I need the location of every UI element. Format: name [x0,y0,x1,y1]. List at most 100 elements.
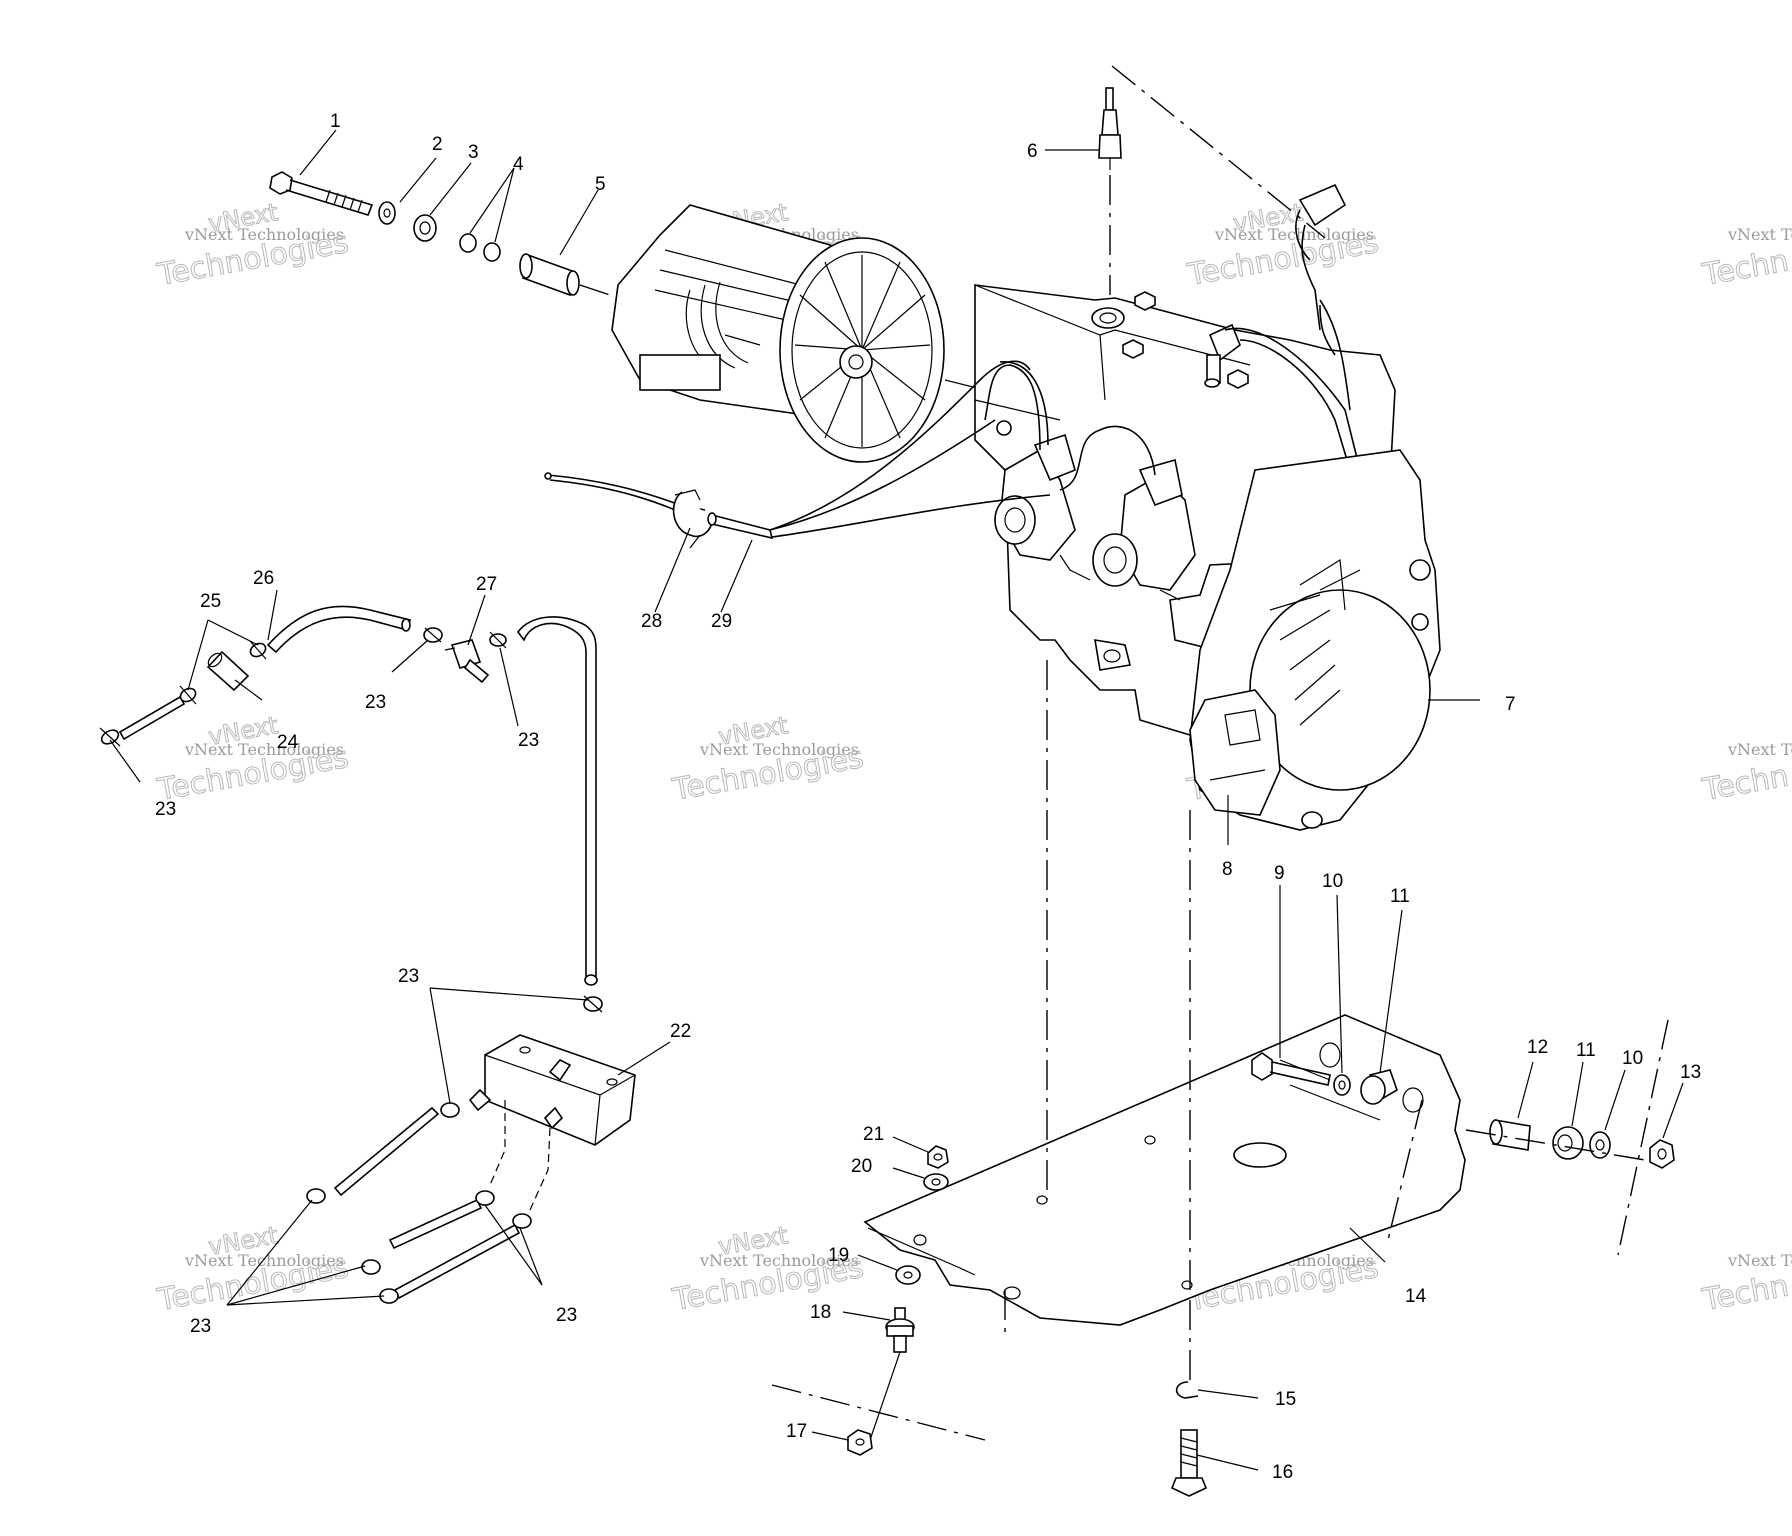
part-nut-17 [847,1429,873,1456]
label-6: 6 [1027,141,1038,162]
part-washer-20 [923,1173,949,1191]
label-1: 1 [330,111,341,132]
part-clamp-28 [672,489,713,538]
part-cable-29 [707,360,1051,540]
label-20: 20 [851,1156,872,1177]
part-clip-15 [1175,1381,1199,1399]
watermarks: vNext vNext Technologies Technologies vN… [154,198,1792,1319]
part-spark-plug-6 [1098,87,1122,170]
watermark-top-right: vNext vNext Technologies Technologies [1184,198,1382,294]
watermark-edge-big: Techn [1699,758,1791,808]
clamp-left-23 [99,727,121,747]
label-23-pump-left: 23 [190,1316,211,1337]
watermark-text: vNext Technologies [699,1251,859,1270]
part-nut-13 [1649,1139,1675,1169]
watermark-bottom-center: vNext vNext Technologies Technologies [669,1221,867,1319]
head-bolts [996,291,1249,436]
watermark-text: vNext Technologies [699,740,859,759]
label-25: 25 [200,591,221,612]
label-15: 15 [1275,1389,1296,1410]
watermark-edge-text: vNext Te [1727,1251,1792,1270]
label-19: 19 [828,1245,849,1266]
label-28: 28 [641,611,662,632]
clutch-drum [611,204,986,463]
label-23-tank: 23 [398,966,419,987]
intake-gasket [1094,639,1131,671]
part-sleeve-5 [519,253,580,297]
clamp-left-25a [179,685,197,705]
clamp-left-25b [249,640,267,660]
label-23-left: 23 [155,799,176,820]
watermark-edge-big: Techn [1699,1268,1791,1318]
hose-left-short [118,695,186,741]
label-26: 26 [253,568,274,589]
part-mount-11a [1360,1069,1398,1105]
label-4: 4 [513,154,524,175]
label-7: 7 [1505,694,1516,715]
label-22: 22 [670,1021,691,1042]
watermark-edge-bottom: vNext Te Techn [1699,1251,1792,1319]
fuel-system [99,605,636,1304]
watermark-edge-big: Techn [1699,243,1791,293]
watermark-edge-mid: vNext Te Techn [1699,740,1792,809]
part-labels: 1 2 3 4 5 6 7 8 9 10 11 12 11 10 13 14 1… [155,111,1701,1483]
throttle-cable-assembly [544,360,1051,540]
label-5: 5 [595,174,606,195]
label-23-pump-right: 23 [556,1305,577,1326]
part-hose-26 [266,605,412,654]
label-27: 27 [476,574,497,595]
label-29: 29 [711,611,732,632]
label-16: 16 [1272,1462,1293,1483]
part-spacer-12 [1489,1119,1531,1151]
label-10a: 10 [1322,871,1343,892]
pump-hose-2 [388,1198,483,1250]
part-washer-10b [1589,1131,1611,1159]
watermark-text: vNext Technologies [184,1251,344,1270]
label-8: 8 [1222,859,1233,880]
watermark-top-left: vNext vNext Technologies Technologies [154,198,352,294]
clutch-hardware [269,171,611,297]
label-17: 17 [786,1421,807,1442]
clamp-tee-left [423,627,443,643]
label-23-tee-left: 23 [365,692,386,713]
watermark-text: vNext Technologies [1214,225,1374,244]
engine-mount-plate-14 [863,1014,1466,1326]
label-23-tee-right: 23 [518,730,539,751]
leader-lines [109,129,1684,1471]
watermark-edge-text: vNext Te [1727,225,1792,244]
plug-cap [1295,183,1347,356]
label-2: 2 [432,134,443,155]
watermark-mid-left: vNext vNext Technologies Technologies [154,711,352,809]
part-tee-27 [444,639,490,684]
part-mount-11b [1552,1126,1584,1160]
part-washer-2 [378,201,396,225]
label-9: 9 [1274,863,1285,884]
watermark-text: vNext Technologies [184,225,344,244]
label-14: 14 [1405,1286,1427,1307]
part-nut-21 [927,1145,949,1169]
part-fuel-filter-24 [206,650,250,692]
label-18: 18 [810,1302,831,1323]
fuel-line-long [517,616,597,981]
part-fuel-pump-22 [468,1034,636,1146]
watermark-edge-top: vNext Te Techn [1699,225,1792,294]
watermark-mid-center: vNext vNext Technologies Technologies [669,711,867,809]
part-bolt-9 [1251,1052,1331,1086]
label-10b: 10 [1622,1048,1643,1069]
label-11a: 11 [1390,886,1410,907]
engine-block [974,65,1441,831]
label-21: 21 [863,1124,884,1145]
part-washer-19 [895,1265,921,1285]
pump-hose-1 [333,1106,440,1197]
part-washer-10a [1333,1074,1351,1096]
part-bolt-16 [1170,1429,1208,1497]
watermark-text: vNext Technologies [184,740,344,759]
carburetors [994,433,1196,601]
label-12: 12 [1527,1037,1548,1058]
part-orings-4 [459,233,501,262]
clamp-tee-right [489,631,507,649]
part-stud-18 [885,1307,915,1353]
part-bolt-1 [269,171,374,216]
watermark-edge-text: vNext Te [1727,740,1792,759]
